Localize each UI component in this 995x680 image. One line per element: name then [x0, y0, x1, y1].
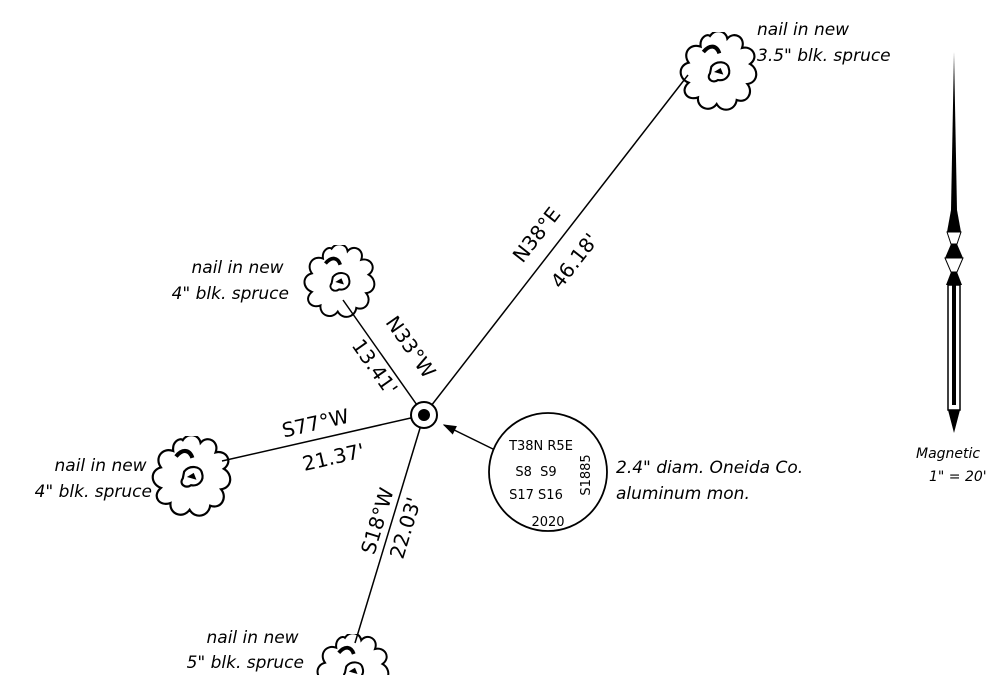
note-s: nail in new 5" blk. spruce [187, 628, 304, 673]
tie-line-ne [423, 74, 689, 416]
tree-icon-nw [302, 245, 376, 319]
bearing-ne: N38°E [508, 202, 566, 266]
magnetic-label: Magnetic [916, 446, 980, 462]
corner-point-symbol [410, 401, 438, 429]
monument-sections-top: S8 S9 [515, 465, 556, 480]
bearing-w: S77°W [280, 404, 352, 443]
note-ne: nail in new 3.5" blk. spruce [757, 20, 891, 66]
monument-year: 2020 [531, 515, 564, 530]
tree-icon-w [153, 435, 230, 515]
monument-side: S1885 [579, 454, 594, 495]
tie-line-w [221, 414, 425, 462]
note-nw: nail in new 4" blk. spruce [172, 258, 289, 304]
monument-township: T38N R5E [508, 439, 573, 454]
pointer-line [442, 424, 498, 452]
tree-icon-ne [678, 32, 758, 112]
monument-description: 2.4" diam. Oneida Co. aluminum mon. [616, 458, 809, 504]
tree-icon-s [315, 634, 390, 680]
monument-cap: T38N R5E S8 S9 S17 S16 S1885 2020 [488, 412, 608, 532]
tie-line-nw [342, 299, 425, 416]
north-arrow: N [944, 52, 964, 433]
distance-ne: 46.18' [546, 229, 604, 293]
tie-line-s [354, 414, 425, 644]
scale-label: 1" = 20' [929, 469, 987, 485]
monument-sections-bottom: S17 S16 [509, 488, 563, 503]
note-w: nail in new 4" blk. spruce [35, 456, 152, 502]
distance-w: 21.37' [300, 438, 367, 476]
